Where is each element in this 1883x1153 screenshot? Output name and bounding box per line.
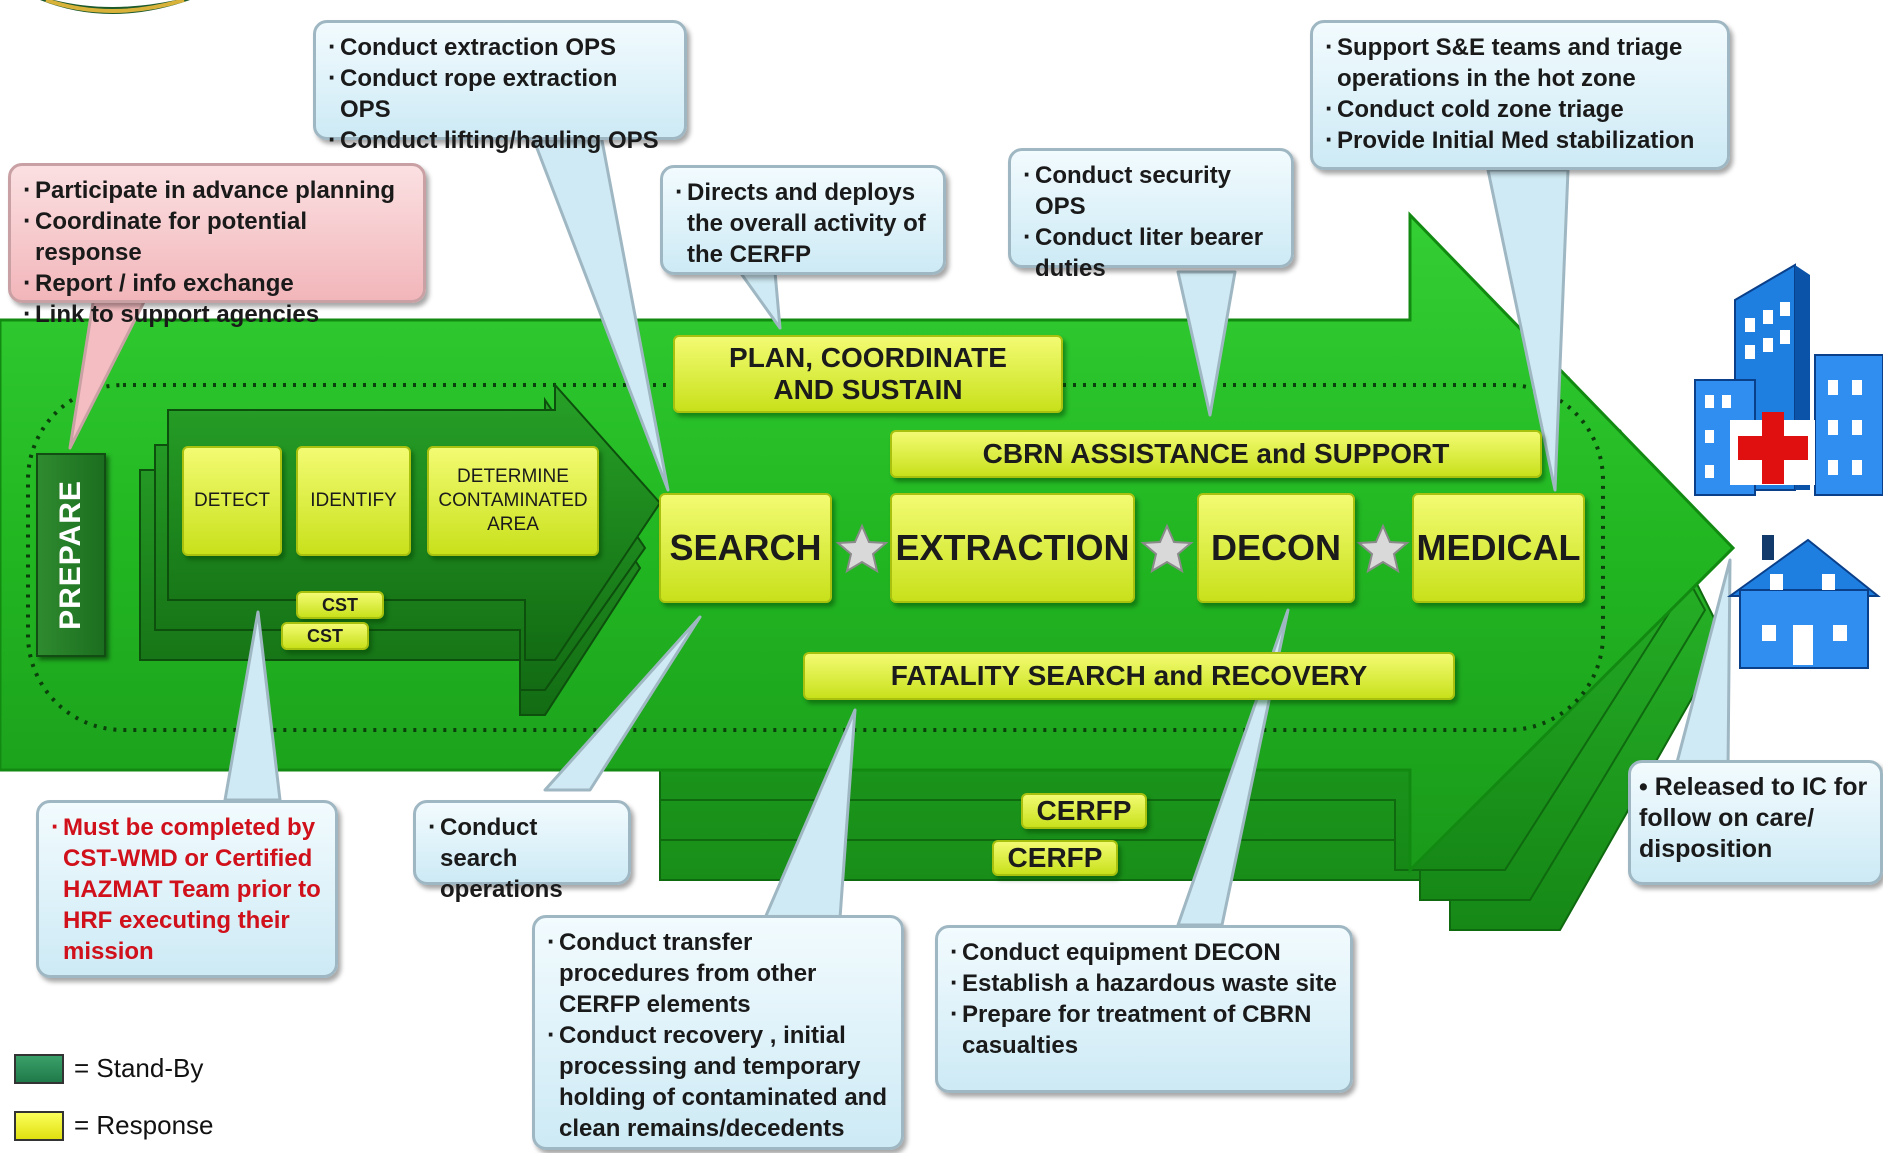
detect-box: DETECT xyxy=(182,446,282,556)
legend-standby-label: = Stand-By xyxy=(74,1053,204,1083)
callout-item: Link to support agencies xyxy=(23,298,411,330)
callout-item: Conduct equipment DECON xyxy=(950,936,1338,968)
callout-item: Prepare for treatment of CBRN casualties xyxy=(950,998,1338,1061)
prepare-label: PREPARE xyxy=(54,480,87,630)
callout-item: Conduct transfer procedures from other C… xyxy=(547,926,889,1020)
callout-item: Conduct security OPS xyxy=(1023,159,1279,222)
fatality-search-recovery-bar: FATALITY SEARCH and RECOVERY xyxy=(803,652,1455,700)
identify-box: IDENTIFY xyxy=(296,446,411,556)
prepare-planning-callout: Participate in advance planning Coordina… xyxy=(8,163,426,329)
pointer-medical xyxy=(1486,168,1570,492)
callout-item: Report / info exchange xyxy=(23,267,411,299)
callout-item: Conduct extraction OPS xyxy=(328,31,672,63)
medical-box: MEDICAL xyxy=(1412,493,1585,603)
cerfp-tag-2: CERFP xyxy=(992,840,1118,876)
callout-item: Conduct cold zone triage xyxy=(1325,93,1715,125)
cerfp-tag-1: CERFP xyxy=(1021,793,1147,829)
decon-box: DECON xyxy=(1197,493,1355,603)
star-icon xyxy=(1356,523,1410,574)
cbrn-assistance-bar: CBRN ASSISTANCE and SUPPORT xyxy=(890,430,1542,478)
callout-item: Coordinate for potential response xyxy=(23,205,411,268)
callout-item: Conduct rope extraction OPS xyxy=(328,62,672,125)
pointer-search-ops xyxy=(543,615,702,792)
cst-requirement-callout: Must be completed by CST-WMD or Certifie… xyxy=(36,800,338,978)
directs-callout: Directs and deploys the overall activity… xyxy=(660,165,946,275)
legend-response-label: = Response xyxy=(74,1110,214,1140)
decon-ops-callout: Conduct equipment DECON Establish a haza… xyxy=(935,925,1353,1093)
callout-item: Directs and deploys the overall activity… xyxy=(675,176,931,270)
star-icon xyxy=(835,523,889,574)
cst-tag-1: CST xyxy=(296,591,384,619)
released-callout: • Released to IC for follow on care/ dis… xyxy=(1628,760,1883,885)
medical-support-callout: Support S&E teams and triage operations … xyxy=(1310,20,1730,170)
callout-item: Conduct liter bearer duties xyxy=(1023,221,1279,284)
callout-item: Establish a hazardous waste site xyxy=(950,967,1338,999)
house-icon xyxy=(1726,535,1881,669)
plan-coordinate-sustain-box: PLAN, COORDINATE AND SUSTAIN xyxy=(673,335,1063,413)
callout-item: Provide Initial Med stabilization xyxy=(1325,124,1715,156)
response-swatch xyxy=(14,1110,64,1141)
callout-item: Participate in advance planning xyxy=(23,174,411,206)
security-callout: Conduct security OPS Conduct liter beare… xyxy=(1008,148,1294,282)
cst-tag-2: CST xyxy=(281,622,369,650)
search-ops-callout: Conduct search operations xyxy=(413,800,631,903)
search-box: SEARCH xyxy=(659,493,832,603)
legend-standby: = Stand-By xyxy=(14,1053,203,1084)
prepare-box: PREPARE xyxy=(36,453,106,657)
extraction-ops-callout: Conduct extraction OPS Conduct rope extr… xyxy=(313,20,687,155)
callout-item: Conduct lifting/hauling OPS xyxy=(328,124,672,156)
legend-response: = Response xyxy=(14,1110,213,1141)
callout-item: Conduct recovery , initial processing an… xyxy=(547,1019,889,1144)
extraction-box: EXTRACTION xyxy=(890,493,1135,603)
hospital-icon xyxy=(1694,263,1883,496)
standby-swatch xyxy=(14,1053,64,1084)
transfer-recovery-callout: Conduct transfer procedures from other C… xyxy=(532,915,904,1150)
star-icon xyxy=(1140,523,1194,574)
callout-item: Support S&E teams and triage operations … xyxy=(1325,31,1715,94)
callout-item: Must be completed by CST-WMD or Certifie… xyxy=(51,811,323,967)
callout-item: Conduct search operations xyxy=(428,811,616,905)
logo-icon xyxy=(40,0,190,14)
determine-area-box: DETERMINE CONTAMINATED AREA xyxy=(427,446,599,556)
